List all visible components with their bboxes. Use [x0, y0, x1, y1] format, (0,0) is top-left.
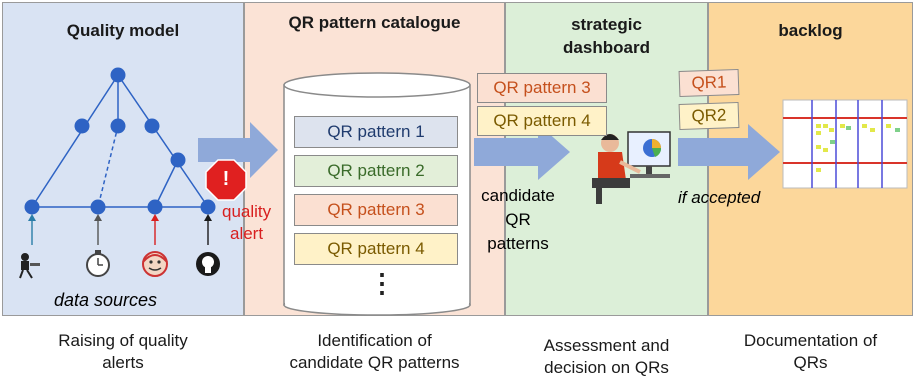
arrow-to-dashboard: [474, 124, 570, 180]
tree-nodes: [24, 67, 216, 215]
analyst-at-computer-icon: [592, 131, 671, 204]
tree-node: [90, 199, 106, 215]
dashboard-title-line2: dashboard: [563, 38, 650, 57]
backlog-board-image: [782, 99, 908, 189]
caption-catalogue-line1: Identification of: [317, 331, 432, 350]
data-sources-label: data sources: [54, 290, 158, 310]
backlog-qr1-note: QR1: [678, 68, 740, 98]
candidate-label-line2: QR: [505, 210, 531, 229]
tree-node: [147, 199, 163, 215]
caption-quality-line1: Raising of quality: [58, 331, 188, 350]
catalogue-title: QR pattern catalogue: [288, 13, 461, 32]
stopwatch-icon: [86, 250, 110, 277]
person-laptop-icon: [19, 253, 40, 279]
caption-backlog-line2: QRs: [793, 353, 828, 372]
if-accepted-label: if accepted: [678, 188, 761, 207]
caption-dashboard-line2: decision on QRs: [544, 358, 669, 377]
catalogue-pattern-2: QR pattern 2: [294, 155, 458, 187]
caption-dashboard: Assessment and decision on QRs: [505, 335, 708, 379]
flow-arrows: [198, 122, 780, 180]
quality-model-title: Quality model: [66, 21, 180, 40]
arrow-to-catalogue: [198, 122, 278, 178]
caption-dashboard-line1: Assessment and: [543, 336, 670, 355]
candidate-pattern-3: QR pattern 3: [477, 73, 607, 103]
caption-backlog: Documentation of QRs: [708, 330, 913, 374]
catalogue-pattern-1: QR pattern 1: [294, 116, 458, 148]
quality-alert-label-line2: alert: [230, 224, 264, 243]
jenkins-icon: [142, 251, 168, 277]
alert-icon: [205, 159, 247, 201]
caption-quality-line2: alerts: [102, 353, 144, 372]
github-icon: [196, 252, 220, 276]
caption-backlog-line1: Documentation of: [743, 331, 878, 350]
caption-catalogue: Identification of candidate QR patterns: [244, 330, 505, 374]
catalogue-pattern-3: QR pattern 3: [294, 194, 458, 226]
tree-node: [110, 118, 126, 134]
catalogue-pattern-4: QR pattern 4: [294, 233, 458, 265]
quality-alert-label-line1: quality: [222, 202, 272, 221]
tree-node: [170, 152, 186, 168]
tree-node: [144, 118, 160, 134]
caption-quality-model: Raising of quality alerts: [2, 330, 244, 374]
candidate-label-line1: candidate: [481, 186, 555, 205]
tree-node: [74, 118, 90, 134]
tree-node: [110, 67, 126, 83]
backlog-qr2-note: QR2: [678, 101, 740, 131]
backlog-title: backlog: [778, 21, 843, 40]
tree-node: [24, 199, 40, 215]
tree-node: [200, 199, 216, 215]
caption-catalogue-line2: candidate QR patterns: [289, 353, 460, 372]
arrow-to-backlog: [678, 124, 780, 180]
candidate-pattern-4: QR pattern 4: [477, 106, 607, 136]
more-patterns-ellipsis: ⋮: [369, 268, 395, 298]
candidate-label-line3: patterns: [487, 234, 549, 253]
alert-exclamation: !: [222, 168, 230, 190]
dashboard-title-line1: strategic: [571, 15, 642, 34]
quality-model-tree: [31, 74, 209, 208]
source-arrows: [28, 214, 212, 245]
